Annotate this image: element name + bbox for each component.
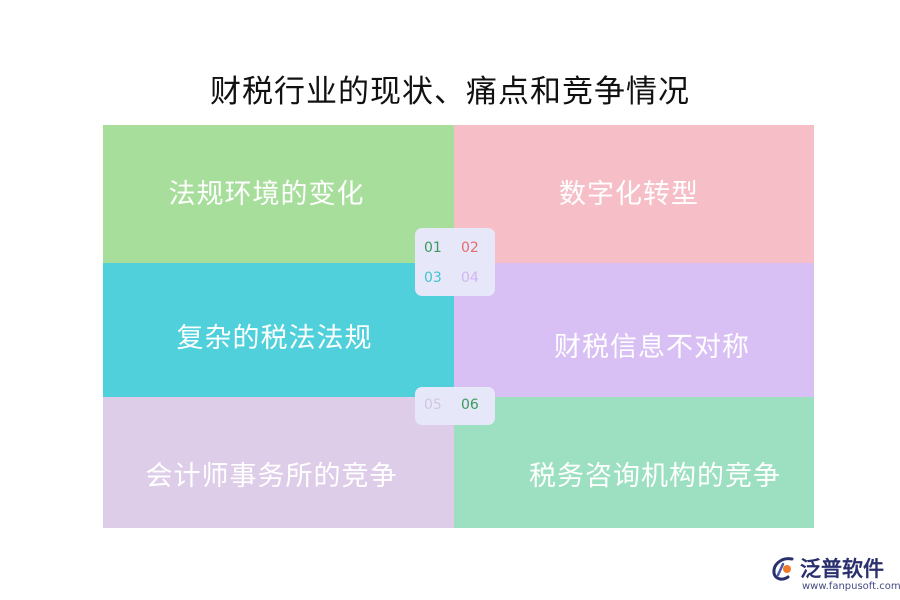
- badge-number-01: 01: [424, 240, 442, 256]
- cell-label: 复杂的税法法规: [176, 322, 373, 354]
- cell-regulatory-change: 法规环境的变化: [103, 125, 454, 263]
- brand-url: www.fanpusoft.com: [802, 581, 900, 592]
- number-badge-bottom: 05 06: [415, 387, 495, 425]
- fanpu-logo-icon: [772, 557, 794, 581]
- cell-label: 数字化转型: [559, 178, 699, 210]
- badge-number-03: 03: [424, 270, 442, 286]
- number-badge-top: 01 02 03 04: [415, 228, 495, 296]
- brand-logo: 泛普软件 www.fanpusoft.com: [770, 553, 900, 598]
- cell-label: 税务咨询机构的竞争: [529, 461, 781, 492]
- cell-digital-transformation: 数字化转型: [454, 125, 814, 263]
- badge-number-04: 04: [461, 270, 479, 286]
- cell-information-asymmetry: 财税信息不对称: [454, 263, 814, 397]
- cell-complex-tax-law: 复杂的税法法规: [103, 263, 454, 397]
- page-title: 财税行业的现状、痛点和竞争情况: [210, 74, 690, 110]
- badge-number-02: 02: [461, 240, 479, 256]
- brand-name: 泛普软件: [800, 557, 884, 581]
- cell-label: 法规环境的变化: [168, 178, 365, 210]
- cell-label: 会计师事务所的竞争: [145, 461, 398, 492]
- badge-number-06: 06: [461, 397, 479, 413]
- cell-accounting-firm-competition: 会计师事务所的竞争: [103, 397, 454, 528]
- cell-tax-consulting-competition: 税务咨询机构的竞争: [454, 397, 814, 528]
- cell-label: 财税信息不对称: [554, 331, 750, 363]
- badge-number-05: 05: [424, 397, 442, 413]
